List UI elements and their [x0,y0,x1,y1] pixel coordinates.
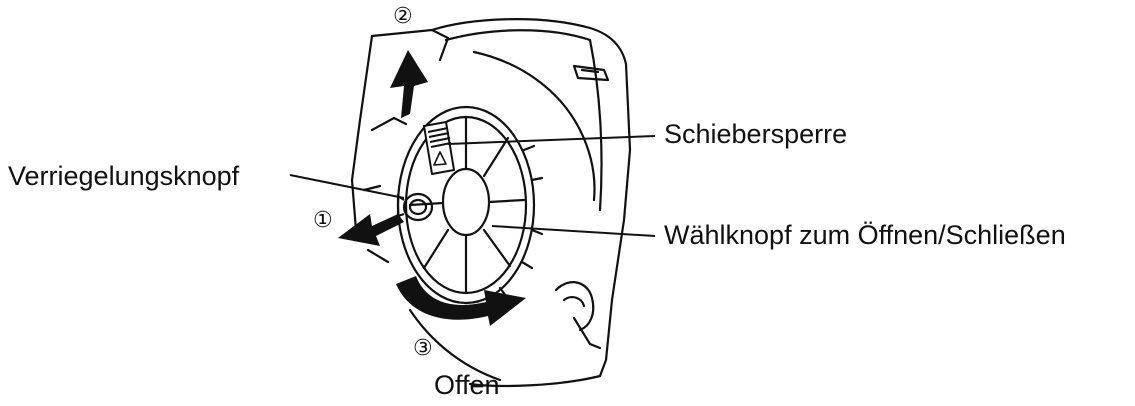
arrow-curved-icon [396,276,526,326]
device-body [350,18,632,388]
label-open: Offen [434,370,500,400]
leader-line-dial [491,225,656,237]
arrow-up-icon [390,50,428,118]
lock-button-icon [396,192,434,222]
label-lock-button: Verriegelungsknopf [8,161,240,191]
leader-line-slide-lock [447,135,656,145]
leader-lines [289,135,656,237]
step-2-marker: ② [393,4,413,29]
dial-icon [396,105,544,305]
label-dial: Wählknopf zum Öffnen/Schließen [664,220,1066,250]
step-3-marker: ③ [413,336,433,361]
slide-lock-icon [423,121,455,175]
arrow-left-icon [338,214,404,246]
label-slide-lock: Schiebersperre [664,119,848,149]
step-1-marker: ① [313,208,333,233]
leader-line-lock-button [289,174,405,199]
